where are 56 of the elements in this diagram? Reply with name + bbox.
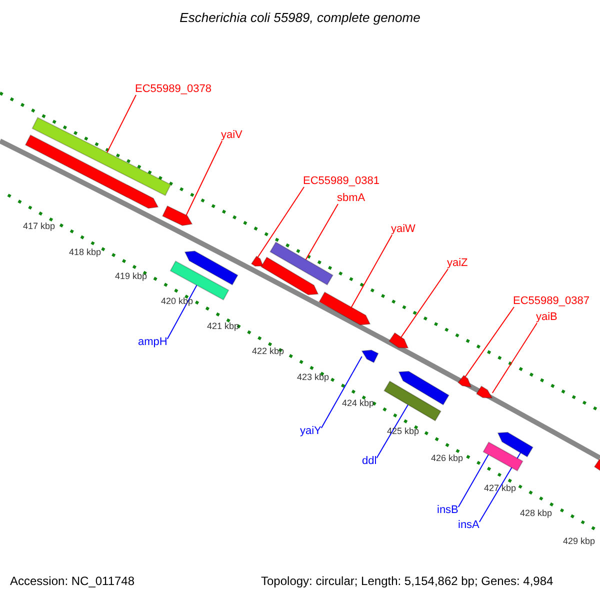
gene-feature — [184, 250, 238, 286]
position-label: 423 kbp — [297, 373, 330, 382]
gene-label: insA — [458, 520, 480, 531]
gene-feature — [458, 374, 472, 388]
leader-line — [166, 284, 198, 340]
gene-label: EC55989_0387 — [513, 296, 590, 307]
position-label: 422 kbp — [252, 347, 284, 356]
gene-feature — [497, 432, 534, 458]
leader-line — [464, 306, 514, 378]
gene-label: yaiW — [391, 224, 416, 235]
gene-label: yaiV — [221, 130, 242, 141]
gene-label: yaiY — [300, 426, 322, 437]
leader-line — [376, 404, 409, 458]
gene-bar — [384, 380, 442, 422]
position-label: 418 kbp — [69, 248, 102, 257]
diagram-title: Escherichia coli 55989, complete genome — [178, 11, 422, 24]
leader-line — [350, 234, 392, 308]
position-label: 417 kbp — [23, 222, 56, 231]
gene-bar — [32, 116, 172, 196]
gene-label: sbmA — [337, 193, 366, 204]
footer-text: Accession: NC_011748 — [10, 575, 135, 587]
gene-label: ampH — [138, 337, 168, 348]
gene-bar — [482, 442, 524, 472]
gene-label: EC55989_0381 — [303, 176, 380, 187]
gene-label: EC55989_0378 — [135, 84, 212, 95]
gene-label: yaiB — [536, 312, 558, 323]
position-label: 419 kbp — [115, 272, 148, 281]
leader-line — [400, 268, 448, 338]
gene-feature — [250, 256, 264, 267]
gene-label: ddl — [362, 456, 377, 467]
gene-feature — [388, 332, 409, 349]
leader-line — [492, 322, 538, 394]
footer-text: Topology: circular; Length: 5,154,862 bp; Genes: 4,984 — [261, 575, 554, 587]
leader-line — [305, 204, 338, 260]
position-label: 428 kbp — [520, 509, 552, 518]
leader-line — [320, 356, 362, 428]
gene-bar — [594, 458, 600, 474]
leader-line — [257, 186, 304, 258]
gene-label: insB — [437, 505, 458, 516]
leader-line — [186, 140, 222, 216]
gene-label: yaiZ — [447, 258, 468, 269]
gene-feature — [361, 350, 379, 364]
position-label: 421 kbp — [207, 322, 240, 331]
leader-line — [458, 454, 489, 508]
gene-feature — [260, 256, 319, 296]
gene-bar — [270, 242, 334, 286]
gene-feature — [398, 370, 450, 406]
position-label: 427 kbp — [484, 484, 516, 493]
position-label: 426 kbp — [431, 454, 464, 463]
gene-feature — [162, 205, 193, 226]
leader-line — [106, 94, 136, 154]
position-label: 424 kbp — [342, 399, 374, 408]
gene-feature — [318, 292, 371, 326]
gene-feature — [476, 386, 493, 399]
gene-feature — [24, 134, 159, 209]
position-label: 429 kbp — [563, 537, 596, 546]
